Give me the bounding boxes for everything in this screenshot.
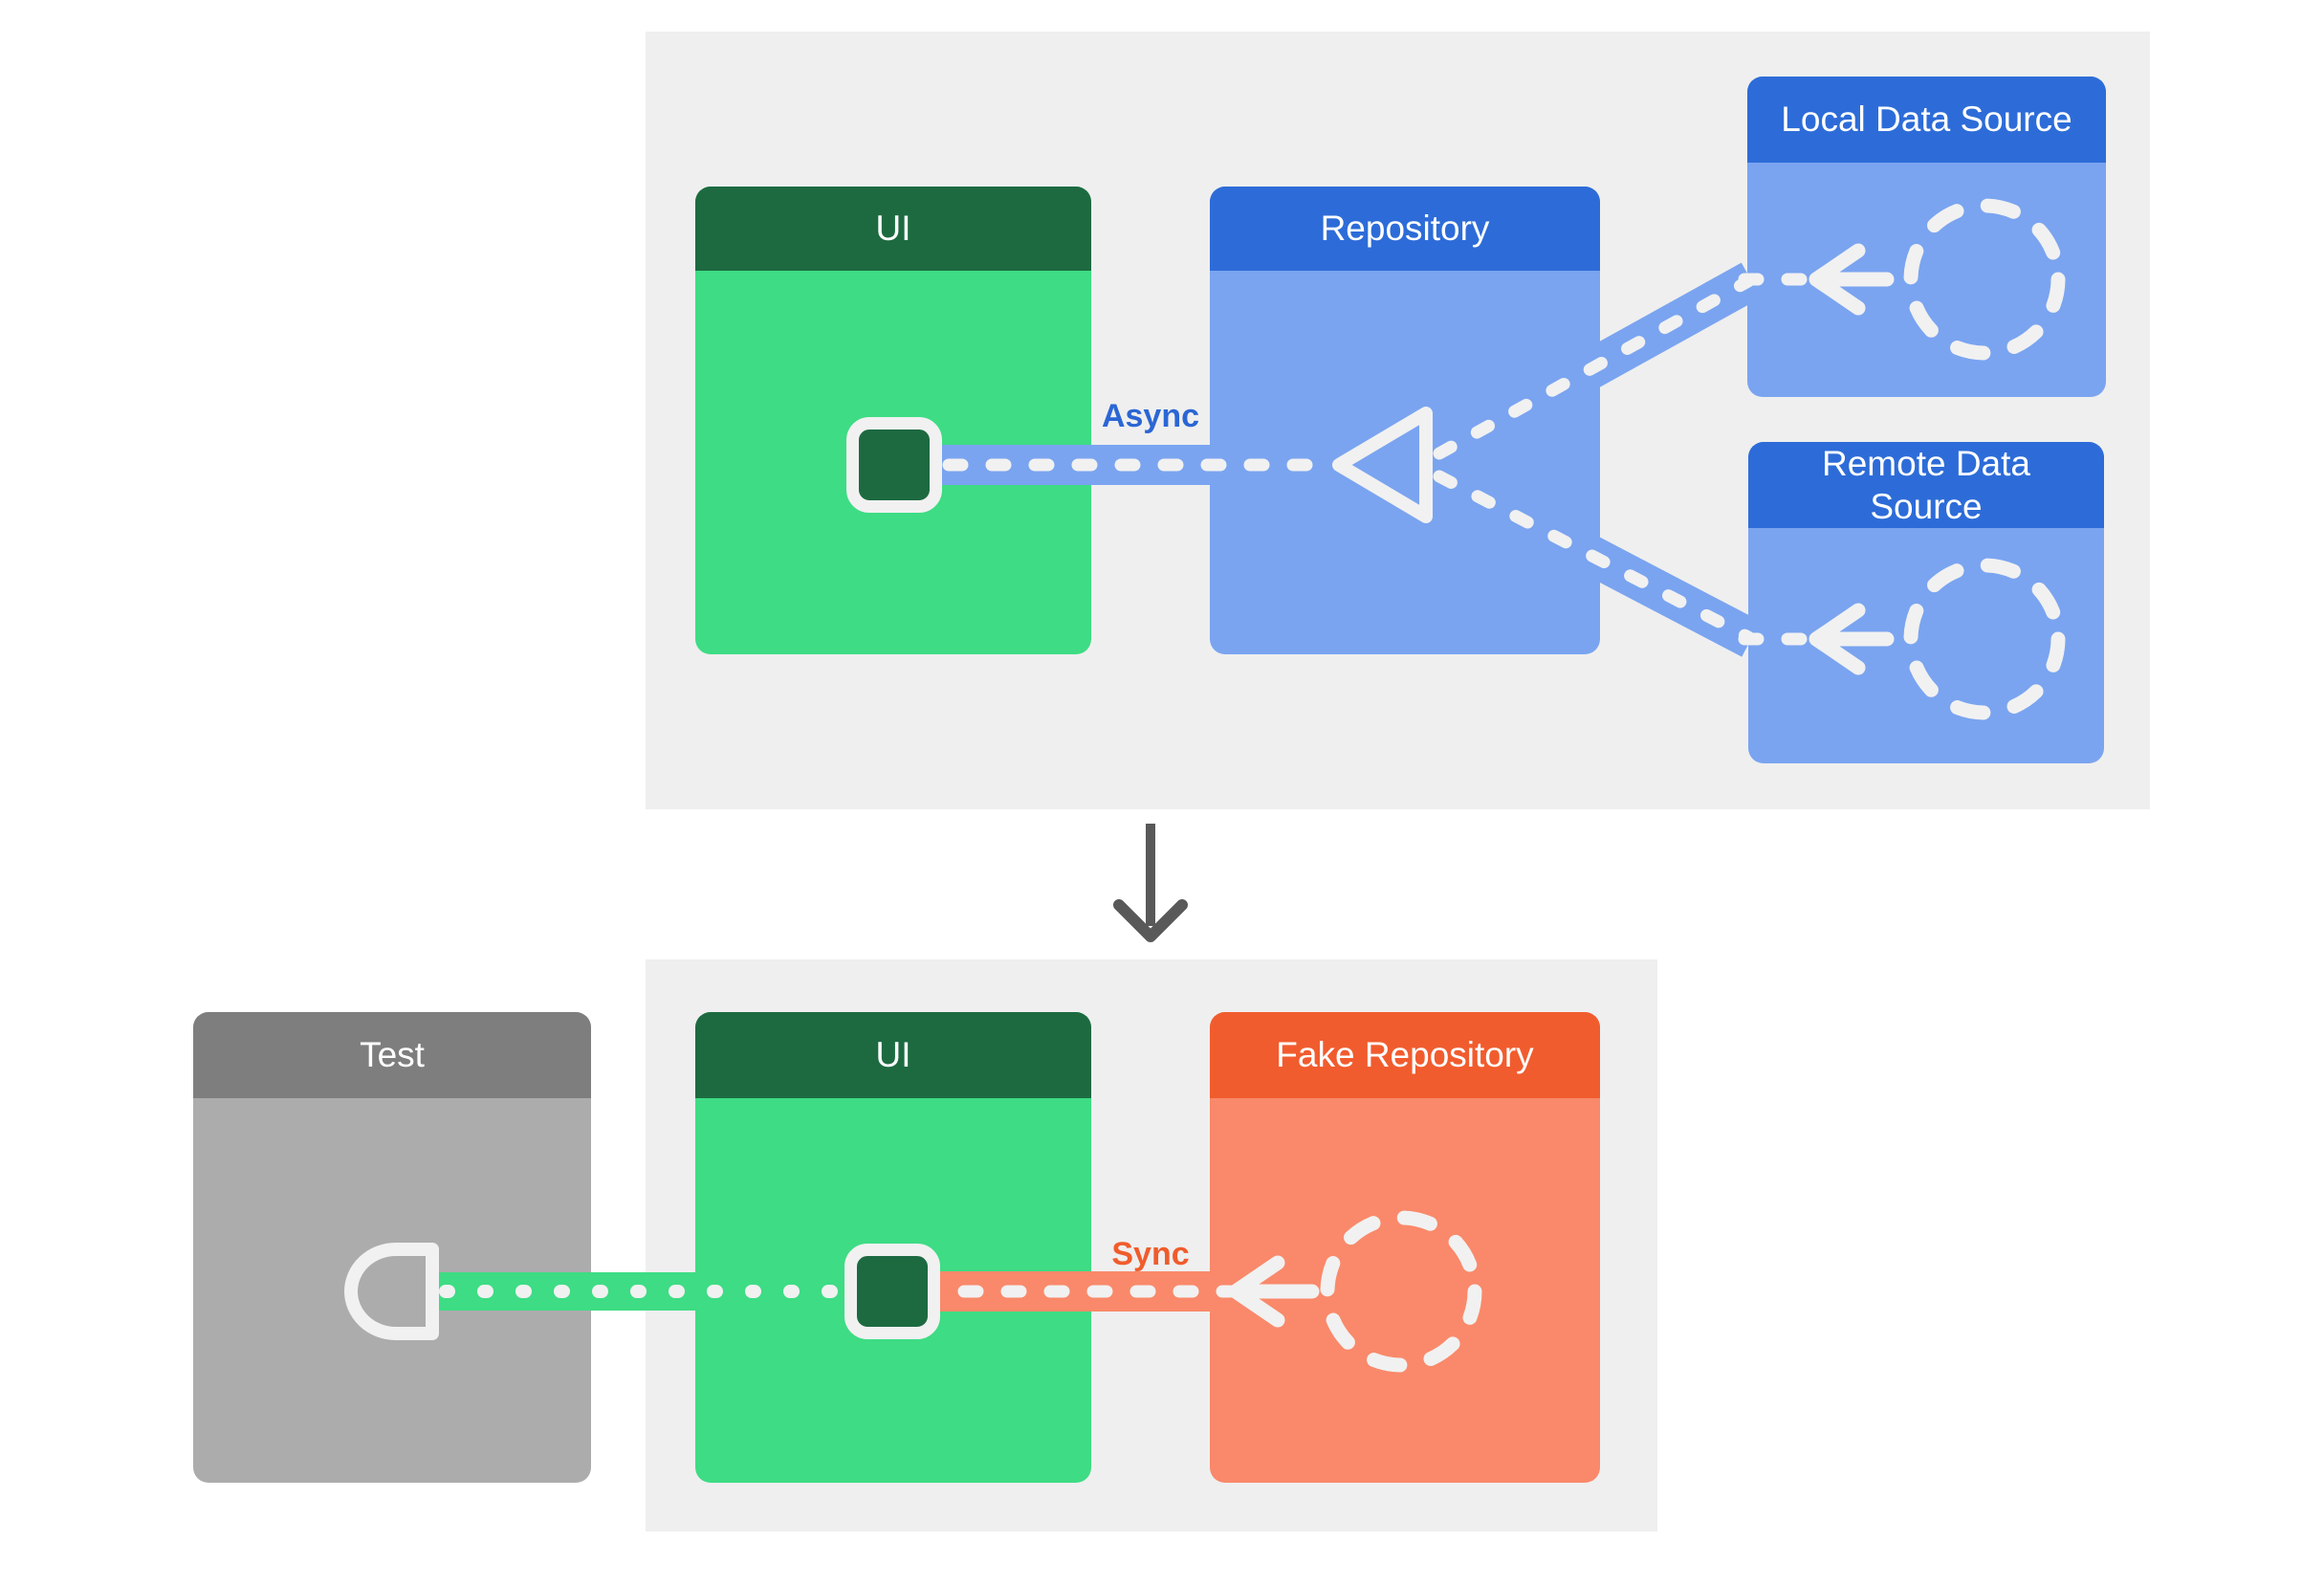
box-test-label: Test [360, 1035, 425, 1075]
async-dashes-local-diagonal [1433, 275, 1755, 460]
box-ui-bottom-label: UI [875, 1035, 911, 1075]
box-ui-top-header: UI [695, 187, 1091, 271]
left-arrow-icon [1228, 1255, 1320, 1328]
async-dashes-remote-diagonal [1433, 470, 1755, 644]
box-ui-top: UI [695, 187, 1091, 654]
box-local-data-source-header: Local Data Source [1747, 77, 2106, 163]
box-ui-top-label: UI [875, 209, 911, 249]
socket-icon [344, 1243, 439, 1340]
async-connector [932, 262, 1816, 657]
box-fake-repository-label: Fake Repository [1276, 1035, 1534, 1075]
box-test-header: Test [193, 1012, 591, 1098]
async-label: Async [1101, 398, 1200, 434]
box-remote-data-source-label: Remote Data Source [1822, 443, 2030, 526]
box-ui-bottom-header: UI [695, 1012, 1091, 1098]
down-arrow-icon [1113, 824, 1188, 942]
test-connector [344, 1243, 872, 1340]
local-data-source-icons [1809, 198, 2066, 361]
ui-state-square-icon [844, 1244, 940, 1339]
box-remote-data-source-header: Remote Data Source [1748, 442, 2104, 528]
left-arrow-icon [1809, 243, 1895, 316]
box-fake-repository: Fake Repository [1210, 1012, 1600, 1483]
sync-label: Sync [1111, 1236, 1190, 1272]
fake-repository-icons [1228, 1210, 1482, 1373]
ui-state-square-icon [846, 417, 942, 513]
remote-data-source-icons [1809, 558, 2066, 720]
box-fake-repository-header: Fake Repository [1210, 1012, 1600, 1098]
left-arrow-icon [1809, 603, 1895, 675]
box-repository-label: Repository [1320, 209, 1490, 249]
dashed-circle-icon [1903, 198, 2066, 361]
dashed-circle-icon [1903, 558, 2066, 720]
box-repository-header: Repository [1210, 187, 1600, 271]
box-local-data-source-label: Local Data Source [1781, 99, 2072, 140]
dashed-circle-icon [1320, 1210, 1482, 1373]
triangle-arrowhead-icon [1332, 407, 1433, 523]
